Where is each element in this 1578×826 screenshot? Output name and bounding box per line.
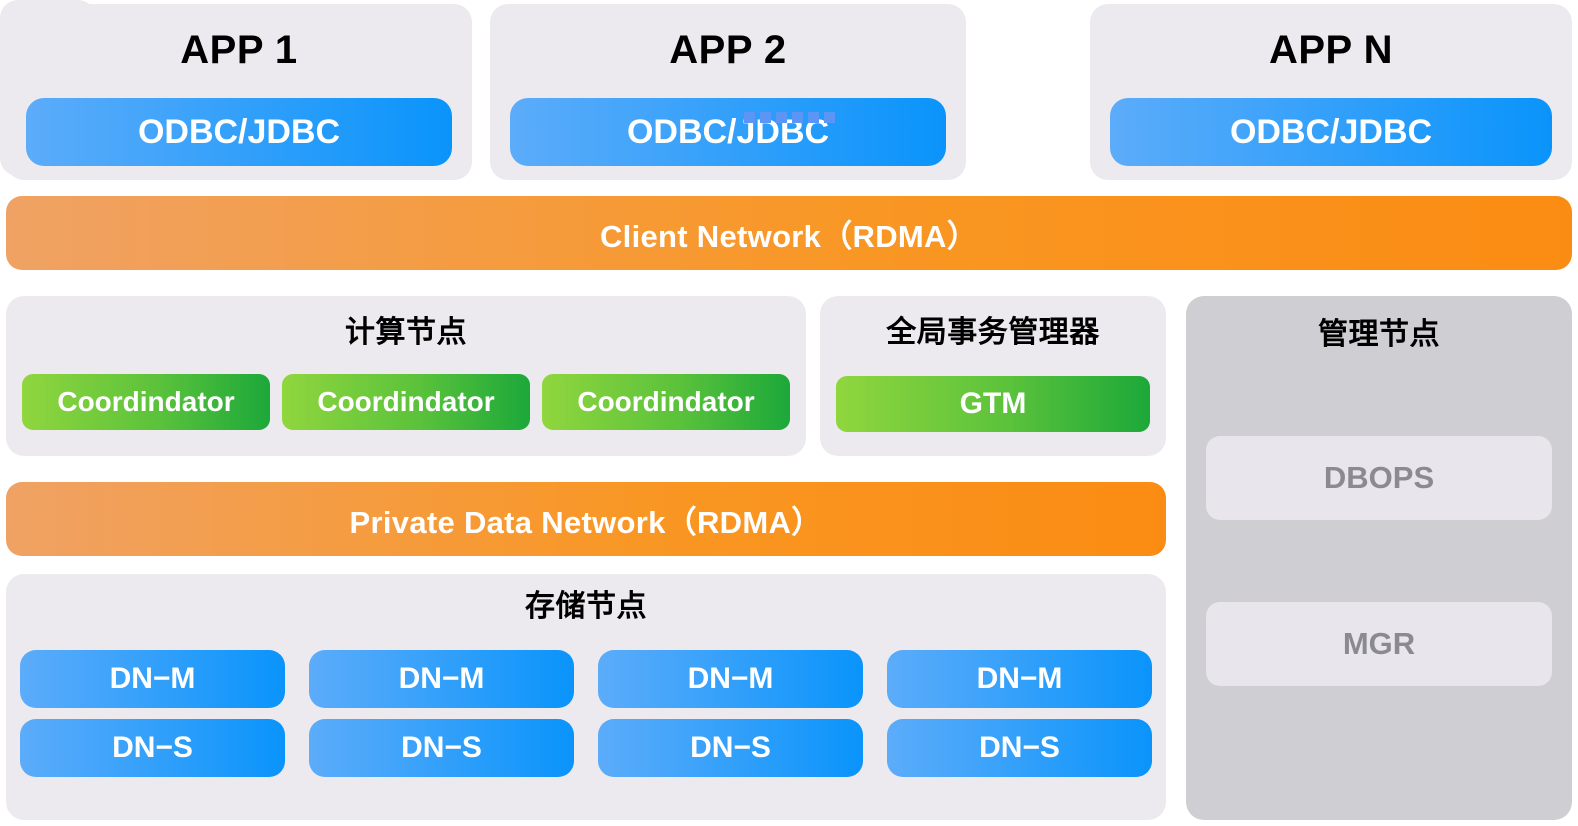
private-data-network-band: Private Data Network（RDMA） [6, 482, 1166, 556]
gtm-panel: 全局事务管理器 GTM [820, 296, 1166, 456]
dn-slave-2[interactable]: DN−S [309, 719, 574, 777]
app-card-title: APP 2 [669, 28, 787, 72]
dn-slave-4[interactable]: DN−S [887, 719, 1152, 777]
management-item-dbops[interactable]: DBOPS [1206, 436, 1552, 520]
dn-slave-3[interactable]: DN−S [598, 719, 863, 777]
coordinator-node-1[interactable]: Coordindator [22, 374, 270, 430]
coordinator-node-2[interactable]: Coordindator [282, 374, 530, 430]
dn-master-2[interactable]: DN−M [309, 650, 574, 708]
management-node-title: 管理节点 [1318, 318, 1440, 351]
ellipsis-dot [823, 112, 835, 123]
dn-slave-1[interactable]: DN−S [20, 719, 285, 777]
app-card-2[interactable]: APP 2 ODBC/JDBC [490, 4, 966, 180]
ellipsis-dot [791, 112, 803, 123]
storage-node-title: 存储节点 [525, 590, 647, 623]
dn-master-3[interactable]: DN−M [598, 650, 863, 708]
app-card-n[interactable]: APP N ODBC/JDBC [1090, 4, 1572, 180]
odbc-jdbc-pill-2[interactable]: ODBC/JDBC [510, 98, 946, 166]
management-node-panel: 管理节点 DBOPS MGR [1186, 296, 1572, 820]
management-item-mgr[interactable]: MGR [1206, 602, 1552, 686]
storage-node-panel: 存储节点 DN−M DN−S DN−M DN−S DN−M DN−S DN−M … [6, 574, 1166, 820]
storage-group-1: DN−M DN−S [20, 650, 285, 777]
storage-group-3: DN−M DN−S [598, 650, 863, 777]
gtm-panel-title: 全局事务管理器 [886, 316, 1100, 349]
app-card-title: APP N [1268, 28, 1394, 72]
gtm-node[interactable]: GTM [836, 376, 1150, 432]
storage-node-grid: DN−M DN−S DN−M DN−S DN−M DN−S DN−M DN−S [20, 650, 1152, 777]
coordinator-node-3[interactable]: Coordindator [542, 374, 790, 430]
ellipsis-dot [759, 112, 771, 123]
ellipsis-dot [775, 112, 787, 123]
odbc-jdbc-pill-n[interactable]: ODBC/JDBC [1110, 98, 1552, 166]
ellipsis-dot [807, 112, 819, 123]
odbc-jdbc-pill-1[interactable]: ODBC/JDBC [26, 98, 452, 166]
storage-group-4: DN−M DN−S [887, 650, 1152, 777]
coordinator-row: Coordindator Coordindator Coordindator [22, 374, 790, 430]
app-card-1[interactable]: APP 1 ODBC/JDBC [6, 4, 472, 180]
compute-node-title: 计算节点 [345, 316, 467, 349]
app-card-title: APP 1 [180, 28, 298, 72]
ellipsis-icon [0, 112, 1578, 123]
storage-group-2: DN−M DN−S [309, 650, 574, 777]
dn-master-1[interactable]: DN−M [20, 650, 285, 708]
dn-master-4[interactable]: DN−M [887, 650, 1152, 708]
compute-node-panel: 计算节点 Coordindator Coordindator Coordinda… [6, 296, 806, 456]
ellipsis-dot [743, 112, 755, 123]
client-network-band: Client Network（RDMA） [6, 196, 1572, 270]
